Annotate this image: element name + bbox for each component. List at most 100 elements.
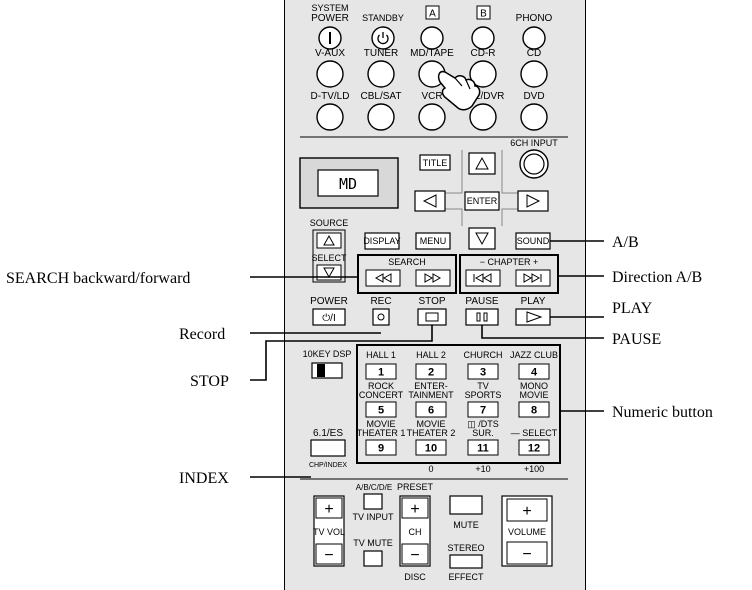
volume-label: VOLUME (508, 527, 546, 537)
key-1[interactable] (365, 363, 397, 380)
d-tv-ld-button[interactable] (316, 103, 344, 131)
key-10[interactable] (415, 439, 447, 456)
tv-label: TV (477, 381, 489, 391)
key-7[interactable] (467, 401, 499, 418)
volume-down-button[interactable] (506, 541, 548, 565)
down-button[interactable] (468, 227, 496, 250)
source-down-icon (323, 267, 335, 279)
cd-r-label: CD-R (471, 48, 496, 59)
title-button[interactable] (419, 154, 451, 171)
row3: D-TV/LD CBL/SAT VCR R2/DVR DVD (311, 91, 548, 131)
b-key-frame (476, 5, 491, 20)
right-button[interactable] (517, 190, 549, 212)
chp-index-label: CHP/INDEX (309, 462, 347, 469)
key-12[interactable] (518, 439, 550, 456)
key-11[interactable] (467, 439, 499, 456)
callout-direction-ab: Direction A/B (612, 269, 702, 286)
effect-label: EFFECT (449, 572, 485, 582)
cd-r-button[interactable] (469, 60, 497, 88)
movie-theater1-label-b: THEATER 1 (357, 428, 406, 438)
key-9[interactable] (365, 439, 397, 456)
ch-down-button[interactable] (401, 543, 429, 565)
tv-mute-button[interactable] (363, 550, 383, 567)
a-button[interactable] (420, 26, 444, 50)
up-arrow-icon (475, 156, 489, 170)
enter-button[interactable] (464, 191, 500, 211)
key-5[interactable] (365, 401, 397, 418)
stereo-button[interactable] (449, 554, 483, 569)
pointing-hand-icon (437, 70, 481, 111)
10key-dsp-label: 10KEY DSP (303, 349, 352, 359)
key-3[interactable] (467, 363, 499, 380)
tv-input-label: TV INPUT (352, 512, 394, 522)
search-backward-icon (374, 273, 392, 283)
standby-icon (377, 32, 389, 45)
rock-label: ROCK (368, 381, 394, 391)
transport-power-button[interactable] (312, 308, 346, 326)
select-label-2: — SELECT (511, 428, 558, 438)
a-label: A (429, 9, 436, 20)
key-4[interactable] (518, 363, 550, 380)
pause-icon (476, 312, 488, 322)
mono-label: MONO (520, 381, 548, 391)
stop-label: STOP (418, 296, 445, 307)
key-7-label: 7 (480, 405, 486, 417)
tuner-label: TUNER (364, 48, 398, 59)
tv-input-button[interactable] (363, 493, 383, 510)
10key-dsp-switch[interactable] (311, 362, 343, 379)
dvr-button[interactable] (469, 103, 497, 131)
cd-label: CD (527, 48, 541, 59)
mute-button[interactable] (449, 495, 483, 515)
preset-label: PRESET (397, 482, 434, 492)
rec-label: REC (370, 296, 391, 307)
stop-button[interactable] (417, 308, 447, 326)
rec-button[interactable] (372, 308, 390, 326)
vcr-button[interactable] (418, 103, 446, 131)
sound-label: SOUND (517, 236, 550, 246)
display-button[interactable] (364, 232, 400, 250)
tv-vol-down-button[interactable] (315, 543, 343, 565)
menu-button[interactable] (415, 232, 451, 250)
pause-button[interactable] (465, 308, 499, 326)
stereo-label: STEREO (447, 543, 484, 553)
tuner-button[interactable] (367, 60, 395, 88)
6-1-es-label: 6.1/ES (313, 428, 343, 439)
volume-up-button[interactable] (506, 498, 548, 522)
ch-up-button[interactable] (401, 497, 429, 519)
key-6[interactable] (415, 401, 447, 418)
cd-button[interactable] (520, 60, 548, 88)
dvd-button[interactable] (520, 103, 548, 131)
sports-label: SPORTS (465, 390, 502, 400)
up-button[interactable] (468, 152, 496, 175)
movie-theater2-label-a: MOVIE (416, 419, 445, 429)
callout-ab: A/B (612, 234, 639, 251)
tv-vol-label: TV VOL (313, 527, 345, 537)
play-button[interactable] (515, 308, 551, 326)
chapter-forward-button[interactable] (515, 269, 551, 287)
left-button[interactable] (414, 190, 446, 212)
lcd-display (317, 169, 379, 197)
search-label: SEARCH (388, 257, 426, 267)
6-1-es-button[interactable] (310, 439, 346, 457)
key-2[interactable] (415, 363, 447, 380)
phono-button[interactable] (522, 26, 546, 50)
transport-power-icon: ⏻/I (322, 313, 335, 324)
chapter-group-frame (459, 254, 559, 294)
cbl-sat-button[interactable] (367, 103, 395, 131)
b-button[interactable] (471, 26, 495, 50)
v-aux-button[interactable] (316, 60, 344, 88)
tv-vol-up-button[interactable] (315, 497, 343, 519)
remote-control-body (284, 0, 586, 590)
tainment-label: TAINMENT (408, 390, 454, 400)
callout-stop: STOP (190, 373, 229, 390)
callout-pause: PAUSE (612, 331, 661, 348)
source-up-button[interactable] (316, 232, 342, 249)
key-10-label: 10 (425, 443, 437, 455)
disc-label: DISC (404, 572, 426, 582)
key-1-label: 1 (378, 367, 384, 379)
ch-label: CH (409, 527, 422, 537)
key-8[interactable] (518, 401, 550, 418)
display-label: DISPLAY (363, 236, 400, 246)
rec-icon (377, 313, 385, 321)
abcde-label: A/B/C/D/E (356, 483, 392, 492)
